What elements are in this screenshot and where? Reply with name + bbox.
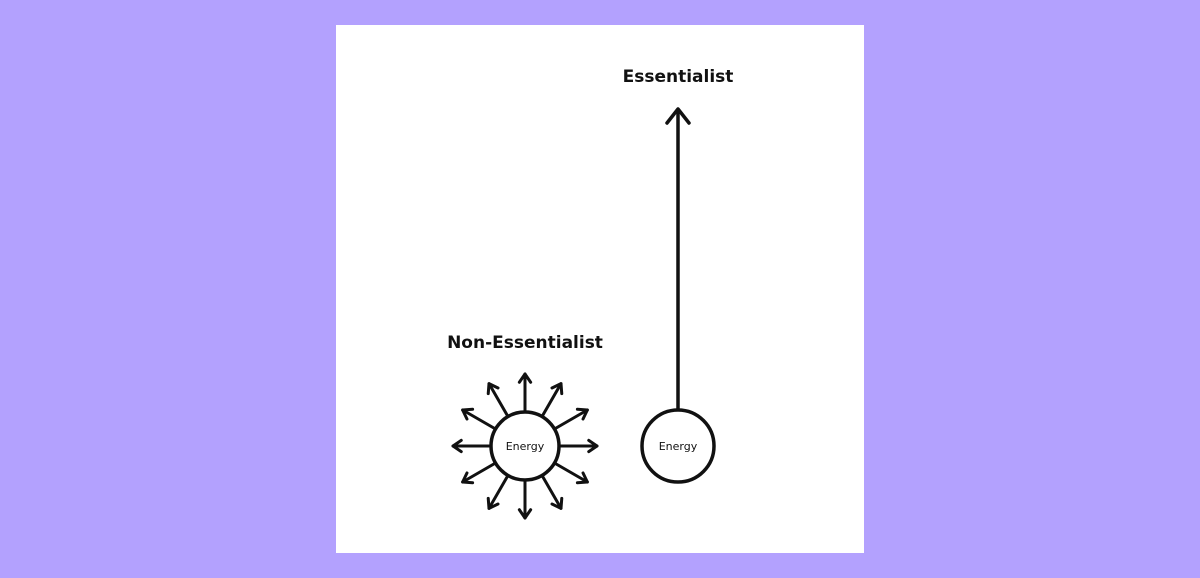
radial-arrow-shaft xyxy=(554,462,589,484)
radial-arrow-head xyxy=(486,382,500,396)
radial-arrow-shaft xyxy=(541,382,563,417)
radial-arrow xyxy=(461,407,496,430)
radial-arrow xyxy=(554,407,589,430)
radial-arrow-head xyxy=(451,438,463,454)
radial-arrow xyxy=(559,438,599,454)
radial-arrow xyxy=(517,372,533,412)
radial-arrow xyxy=(541,475,564,510)
radial-arrows xyxy=(451,372,599,520)
essentialist-energy-circle xyxy=(640,408,716,484)
radial-arrow-head xyxy=(575,471,589,485)
essentialist-arrow-head xyxy=(665,107,691,125)
radial-arrow-head xyxy=(517,508,533,520)
diagram-panel: Non-Essentialist Energy Essentialist Ene… xyxy=(336,25,864,553)
radial-arrow-shaft xyxy=(487,475,509,510)
radial-arrow xyxy=(517,480,533,520)
radial-arrow-head xyxy=(486,496,500,510)
radial-arrow xyxy=(451,438,491,454)
radial-arrow-head xyxy=(575,407,589,421)
radial-arrow-head xyxy=(550,496,564,510)
radial-arrow-head xyxy=(550,382,564,396)
radial-arrow-head xyxy=(517,372,533,384)
radial-arrow xyxy=(554,462,589,485)
essentialist-group: Essentialist Energy xyxy=(623,67,734,484)
radial-arrow xyxy=(486,475,509,510)
non-essentialist-group: Non-Essentialist Energy xyxy=(447,333,603,520)
essentialism-diagram: Non-Essentialist Energy Essentialist Ene… xyxy=(447,67,734,520)
radial-arrow-head xyxy=(461,471,475,485)
essentialist-energy-label: Energy xyxy=(659,440,698,453)
non-essentialist-energy-label: Energy xyxy=(506,440,545,453)
radial-arrow-shaft xyxy=(541,475,563,510)
radial-arrow xyxy=(461,462,496,485)
radial-arrow-shaft xyxy=(554,408,589,430)
non-essentialist-title: Non-Essentialist xyxy=(447,333,603,353)
radial-arrow-shaft xyxy=(487,382,509,417)
radial-arrow-head xyxy=(587,438,599,454)
radial-arrow xyxy=(541,382,564,417)
radial-arrow xyxy=(486,382,509,417)
radial-arrow-shaft xyxy=(461,408,496,430)
radial-arrow-shaft xyxy=(461,462,496,484)
essentialist-title: Essentialist xyxy=(623,67,734,87)
non-essentialist-energy-circle xyxy=(489,410,561,482)
radial-arrow-head xyxy=(461,407,475,421)
